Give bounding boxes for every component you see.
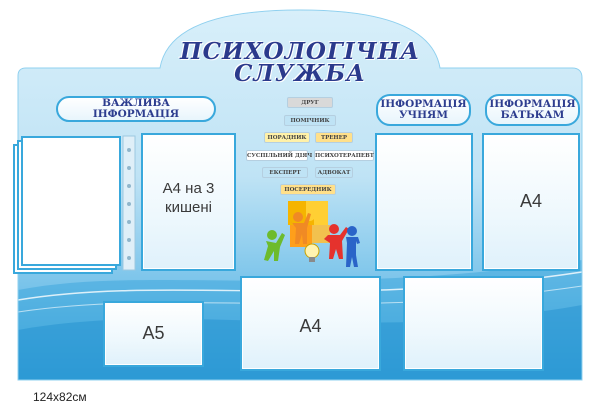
title-line-2: СЛУЖБА [234,60,366,87]
header-important-label: ВАЖЛИВА ІНФОРМАЦІЯ [92,97,180,120]
size-note: 124x82см [33,390,87,404]
pocket-a4-bottom-label: A4 [299,316,322,336]
role-tag: ПОСЕРЕДНИК [280,184,336,195]
header-parents-info: ІНФОРМАЦІЯ БАТЬКАМ [485,94,580,126]
pocket-a4-three-label: A4 на 3 кишені [162,180,215,216]
title-line-1: ПСИХОЛОГІЧНА [179,38,421,65]
role-tag: ТРЕНЕР [315,132,353,143]
role-tag: ПСИХОТЕРАПЕВТ [314,150,374,161]
pocket-a4-bottom: A4 [240,276,381,371]
pocket-parents: A4 [482,133,580,271]
header-students-label: ІНФОРМАЦІЯ УЧНЯМ [380,98,467,121]
pocket-a4-three: A4 на 3 кишені [141,133,236,271]
pocket-parents-label: A4 [519,191,543,211]
header-important-info: ВАЖЛИВА ІНФОРМАЦІЯ [56,96,216,122]
pocket-a5: A5 [103,301,204,367]
role-tag: СУСПІЛЬНИЙ ДІЯЧ [246,150,312,161]
pocket-a5-label: A5 [142,323,165,343]
binder-rings [122,135,136,271]
puzzle-people-icon [264,201,360,267]
role-tag: ПОМІЧНИК [284,115,336,126]
header-students-info: ІНФОРМАЦІЯ УЧНЯМ [376,94,471,126]
pocket-bottom-right [403,276,544,371]
pocket-students [375,133,473,271]
role-tag: АДВОКАТ [315,167,353,178]
role-tag: ДРУГ [287,97,333,108]
lightbulb-icon [304,243,320,262]
role-tag: ПОРАДНИК [264,132,310,143]
header-parents-label: ІНФОРМАЦІЯ БАТЬКАМ [489,98,576,121]
role-tag: ЕКСПЕРТ [262,167,308,178]
